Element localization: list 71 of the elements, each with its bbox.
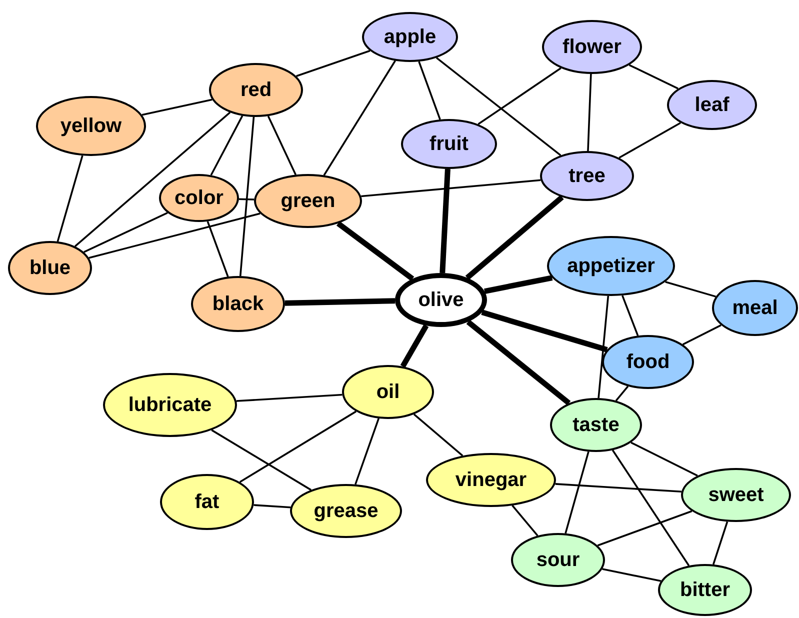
connector-line (254, 504, 291, 508)
connector-line (56, 155, 84, 242)
concept-label: taste (572, 414, 620, 436)
connector-line (622, 295, 639, 336)
connector-line (564, 451, 590, 534)
connector-line (555, 483, 682, 493)
connector-line (323, 60, 396, 176)
connector-line (418, 61, 441, 120)
connector-line (84, 212, 168, 253)
concept-label: fat (194, 490, 220, 514)
concept-label: sweet (708, 484, 764, 506)
concept-label: black (212, 292, 264, 316)
connector-line (598, 296, 610, 398)
connector-line (665, 280, 716, 298)
connector-line (484, 275, 553, 294)
concept-label: yellow (60, 114, 122, 138)
concept-label: meal (732, 296, 778, 320)
connector-line (587, 74, 592, 152)
connector-line (239, 410, 357, 483)
connector-line (481, 310, 608, 352)
connector-line (682, 324, 722, 346)
connector-line (630, 442, 698, 477)
concept-ellipse (395, 273, 487, 327)
concept-label: fruit (430, 132, 468, 156)
concept-label: tree (568, 164, 606, 188)
connector-line (628, 64, 678, 90)
connector-line (211, 429, 312, 491)
connector-line (88, 212, 260, 259)
concept-label: apple (384, 26, 436, 48)
connector-line (74, 112, 231, 248)
concept-ellipse (8, 241, 92, 295)
connector-line (354, 418, 380, 485)
concept-ellipse (550, 398, 642, 452)
concept-label: sour (536, 548, 580, 572)
concept-label: color (174, 186, 224, 210)
connector-line (206, 221, 229, 277)
connector-line (267, 116, 296, 176)
connector-line (210, 115, 244, 176)
concept-label: vinegar (455, 468, 527, 492)
concept-label: appetizer (567, 254, 655, 278)
connector-line (142, 98, 212, 116)
connector-line (238, 198, 254, 200)
connector-line (284, 298, 396, 306)
connector-line (712, 521, 728, 565)
concept-ellipse (667, 80, 757, 130)
concept-label: bitter (680, 578, 730, 602)
concept-ellipse (602, 335, 694, 389)
connector-line (440, 168, 450, 274)
concept-label: red (240, 78, 272, 102)
connector-line (361, 179, 541, 198)
concept-label: olive (418, 288, 464, 312)
concept-label: food (626, 350, 670, 374)
concept-label: oil (376, 380, 400, 404)
connector-line (618, 122, 681, 159)
connector-line (436, 57, 562, 156)
connector-line (239, 116, 255, 276)
connector-line (296, 50, 370, 77)
concept-label: flower (562, 36, 622, 58)
connector-line (612, 450, 690, 566)
concept-label: blue (29, 256, 71, 280)
concept-ellipse (159, 174, 239, 222)
connector-line (478, 67, 562, 125)
concept-label: green (280, 190, 336, 212)
concept-label: lubricate (128, 394, 212, 416)
concept-label: grease (314, 500, 378, 522)
concept-ellipse (511, 533, 605, 587)
connector-line (597, 510, 692, 546)
connector-line (602, 568, 662, 582)
concept-label: leaf (694, 94, 730, 116)
connector-line (400, 324, 429, 368)
connector-line (236, 394, 342, 402)
